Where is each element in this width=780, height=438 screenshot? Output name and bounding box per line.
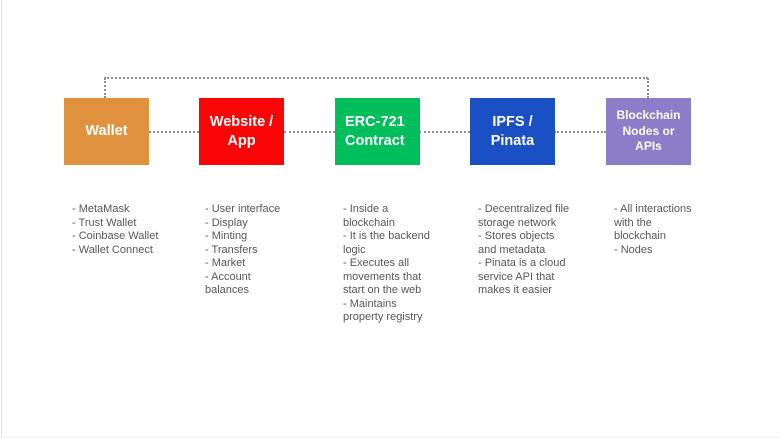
- list-item: - MetaMask: [72, 203, 130, 215]
- list-item: - Display: [205, 216, 248, 229]
- list-item: - All interactions with the blockchain: [614, 203, 692, 242]
- node-erc721-contract: ERC-721 Contract: [335, 98, 420, 165]
- details-website-app: - User interface - Display - Minting - T…: [205, 203, 315, 298]
- details-wallet: - MetaMask - Trust Wallet - Coinbase Wal…: [72, 203, 182, 257]
- node-ipfs-pinata: IPFS / Pinata: [470, 98, 555, 165]
- list-item: - User interface: [205, 203, 281, 215]
- connector-top-stub-wallet: [104, 78, 106, 98]
- connector-top-stub-blockchain: [647, 78, 649, 98]
- connector-website-erc721: [284, 131, 335, 133]
- details-ipfs-pinata: - Decentralized file storage network - S…: [478, 203, 588, 298]
- list-item: - Coinbase Wallet: [72, 230, 159, 242]
- list-item: - Account balances: [205, 270, 251, 297]
- list-item: - Decentralized file storage network: [478, 203, 570, 229]
- list-item: - Executes all movements that start on t…: [343, 257, 422, 296]
- canvas-left-edge: [1, 0, 2, 438]
- list-item: - Minting: [205, 230, 248, 242]
- node-wallet: Wallet: [64, 98, 149, 165]
- connector-ipfs-blockchain: [554, 131, 606, 133]
- list-item: - Maintains property registry: [343, 297, 423, 324]
- list-item: - Stores objects and metadata: [478, 230, 555, 256]
- list-item: - Transfers: [205, 243, 258, 256]
- list-item: - Wallet Connect: [72, 243, 153, 256]
- list-item: - Pinata is a cloud service API that mak…: [478, 257, 566, 296]
- node-website-app: Website / App: [199, 98, 284, 165]
- list-item: - It is the backend logic: [343, 230, 430, 256]
- details-erc721-contract: - Inside a blockchain - It is the backen…: [343, 203, 453, 325]
- list-item: - Market: [205, 257, 246, 269]
- details-blockchain-nodes: - All interactions with the blockchain -…: [614, 203, 724, 257]
- list-item: - Nodes: [614, 243, 653, 256]
- node-blockchain-nodes: Blockchain Nodes or APIs: [606, 98, 691, 165]
- list-item: - Inside a blockchain: [343, 203, 395, 229]
- connector-wallet-website: [149, 131, 199, 133]
- connector-erc721-ipfs: [419, 131, 470, 133]
- connector-top-horizontal: [104, 77, 648, 79]
- list-item: - Trust Wallet: [72, 216, 137, 229]
